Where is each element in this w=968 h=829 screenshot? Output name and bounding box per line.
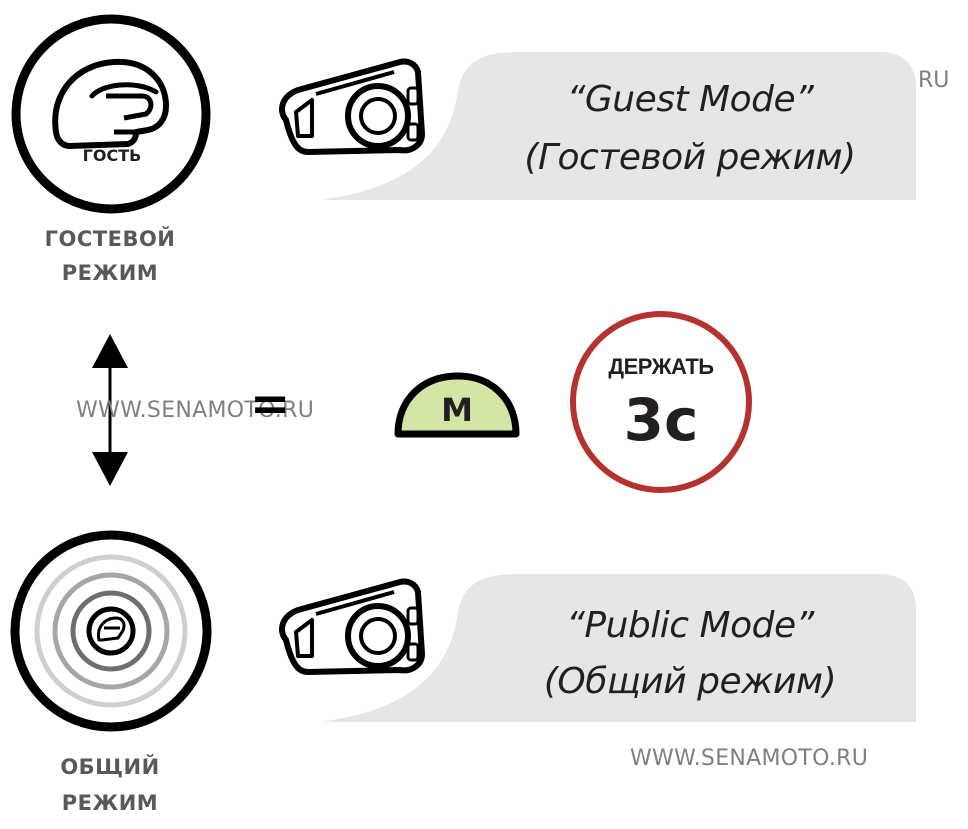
guest-bubble-line2: (Гостевой режим) — [524, 137, 856, 178]
public-speech-bubble — [320, 574, 916, 722]
corner-watermark: RU — [918, 68, 950, 93]
public-mode-label-line1: ОБЩИЙ — [60, 755, 160, 779]
public-mode-icon — [10, 530, 212, 732]
bottom-watermark: WWW.SENAMOTO.RU — [630, 746, 869, 771]
guest-speech-bubble — [320, 52, 916, 200]
guest-mode-label-line2: РЕЖИМ — [61, 261, 159, 285]
guest-bubble-line1: “Guest Mode” — [566, 79, 814, 120]
middle-watermark: WWW.SENAMOTO.RU — [76, 398, 315, 423]
guest-helmet-icon — [11, 14, 211, 214]
headset-device-icon-2 — [279, 578, 425, 675]
m-button-label: M — [441, 391, 473, 429]
hold-timer-ring — [570, 311, 752, 493]
toggle-arrows-icon — [92, 334, 128, 486]
public-bubble-line1: “Public Mode” — [566, 605, 814, 646]
m-button — [394, 372, 520, 438]
equals-sign: = — [250, 376, 291, 432]
public-mode-label-line2: РЕЖИМ — [61, 791, 159, 815]
hold-label: ДЕРЖАТЬ — [608, 354, 714, 379]
public-bubble-line2: (Общий режим) — [543, 661, 837, 702]
guest-mode-label-line1: ГОСТЕВОЙ — [44, 227, 176, 251]
guest-icon-tag: ГОСТЬ — [82, 146, 142, 165]
hold-duration: 3с — [623, 386, 699, 454]
headset-device-icon — [279, 58, 425, 155]
